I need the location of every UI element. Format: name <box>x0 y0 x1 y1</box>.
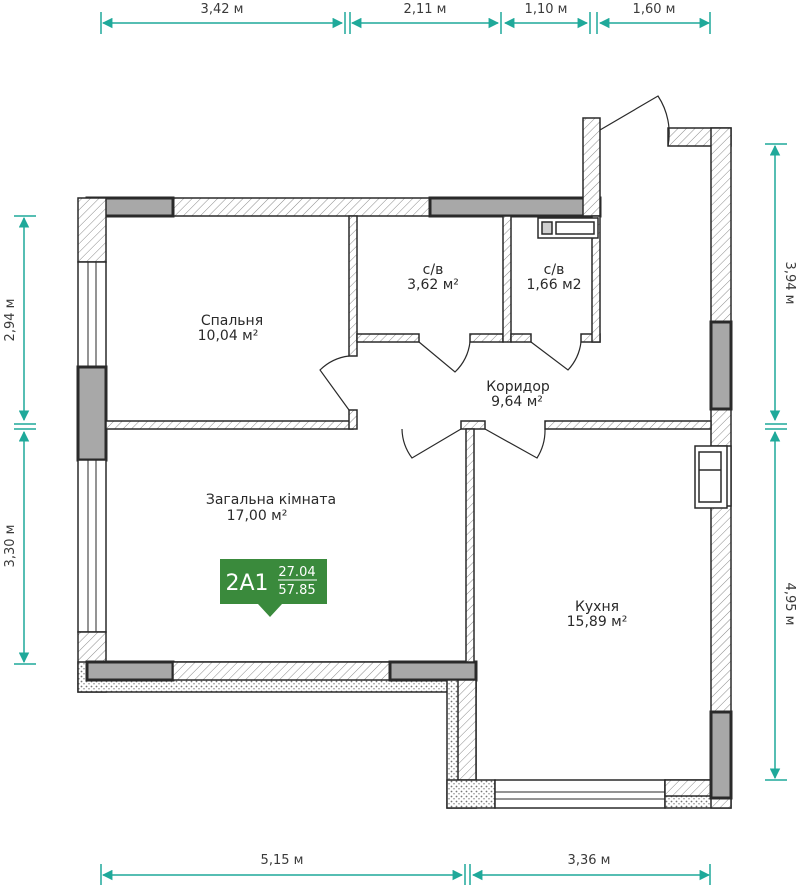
room-living-area: 17,00 м² <box>227 508 288 524</box>
door-entry <box>599 95 670 147</box>
room-corridor-area: 9,64 м² <box>491 394 543 410</box>
room-bedroom-area: 10,04 м² <box>198 328 259 344</box>
room-labels: Спальня 10,04 м² с/в 3,62 м² с/в 1,66 м2… <box>198 262 628 630</box>
dimension-lines <box>14 12 787 885</box>
door-kitchen <box>484 428 546 459</box>
room-bathroom2-area: 1,66 м2 <box>526 277 581 293</box>
dim-top-3: 1,10 м <box>525 2 568 17</box>
room-kitchen-name: Кухня <box>575 599 619 615</box>
fixtures <box>537 217 728 509</box>
doors <box>319 95 670 459</box>
room-bathroom2-name: с/в <box>544 262 565 278</box>
door-bedroom <box>319 355 350 411</box>
dim-top-1: 3,42 м <box>201 2 244 17</box>
dim-right-1: 3,94 м <box>782 262 797 305</box>
badge-code: 2А1 <box>225 571 268 596</box>
dim-top-2: 2,11 м <box>404 2 447 17</box>
room-bathroom1-area: 3,62 м² <box>407 277 459 293</box>
dim-bottom-2: 3,36 м <box>568 853 611 868</box>
badge-living-area: 27.04 <box>278 565 315 580</box>
dim-top-4: 1,60 м <box>633 2 676 17</box>
room-bedroom-name: Спальня <box>201 313 263 329</box>
dim-left-1: 2,94 м <box>3 299 18 342</box>
badge-total-area: 57.85 <box>278 583 315 598</box>
door-bath2 <box>530 341 582 371</box>
walls <box>76 117 733 809</box>
room-kitchen-area: 15,89 м² <box>567 614 628 630</box>
room-living-name: Загальна кімната <box>206 492 336 508</box>
door-bath1 <box>418 341 471 373</box>
badge-shape <box>220 559 327 617</box>
room-bathroom1-name: с/в <box>423 262 444 278</box>
room-corridor-name: Коридор <box>486 379 550 395</box>
dim-left-2: 3,30 м <box>3 525 18 568</box>
dim-right-2: 4,95 м <box>782 583 797 626</box>
dimension-labels: 3,42 м 2,11 м 1,10 м 1,60 м 2,94 м 3,30 … <box>3 2 797 868</box>
dim-bottom-1: 5,15 м <box>261 853 304 868</box>
door-living <box>401 428 462 459</box>
apartment-badge: 2А1 27.04 57.85 <box>220 559 327 617</box>
